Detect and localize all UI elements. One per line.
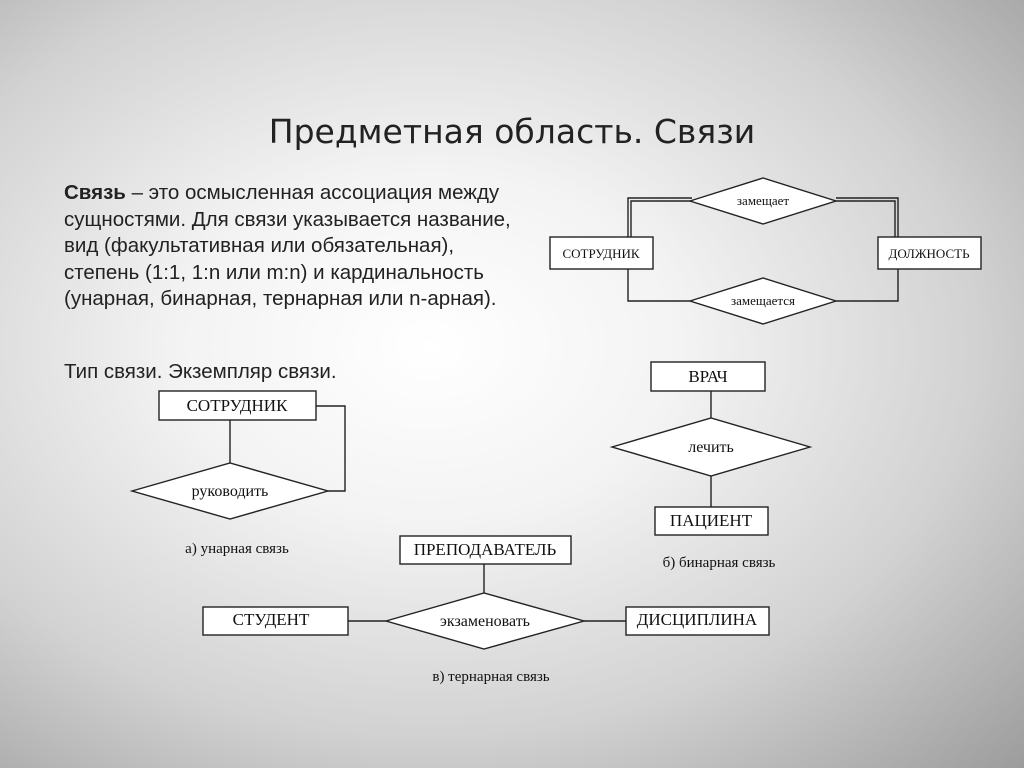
- top-relation-replaced: [687, 277, 839, 325]
- top-connector-lower: [627, 269, 690, 302]
- top-connector-lower-right: [836, 269, 899, 302]
- ternary-relation-examine: [383, 592, 587, 650]
- unary-relation-manage: [129, 462, 331, 520]
- top-connector-upper-right-inner: [836, 197, 899, 237]
- ternary-entity-discipline-label: ДИСЦИПЛИНА: [637, 610, 758, 629]
- ternary-entity-student-label: СТУДЕНТ: [233, 610, 310, 629]
- type-instance-line: Тип связи. Экземпляр связи.: [64, 360, 337, 383]
- top-relation-replaced-label: замещается: [731, 293, 795, 308]
- ternary-entity-teacher-label: ПРЕПОДАВАТЕЛЬ: [414, 540, 557, 559]
- top-relation-replaces: [687, 177, 839, 225]
- definition-term: Связь: [64, 181, 126, 204]
- binary-entity-doctor: [650, 361, 766, 392]
- ternary-relation-label: экзаменовать: [440, 613, 530, 630]
- ternary-entity-teacher: [399, 535, 572, 565]
- binary-relation-treat: [609, 417, 813, 477]
- binary-entity-patient: [654, 506, 769, 536]
- binary-caption: б) бинарная связь: [663, 555, 776, 571]
- top-connector-upper: [630, 200, 692, 237]
- top-entity-employee-label: СОТРУДНИК: [562, 246, 639, 261]
- unary-caption: а) унарная связь: [185, 541, 289, 557]
- ternary-entity-student: [202, 606, 349, 636]
- ternary-entity-discipline: [625, 606, 770, 636]
- binary-entity-doctor-label: ВРАЧ: [688, 367, 727, 386]
- unary-relation-label: руководить: [192, 483, 269, 500]
- unary-entity-employee: [158, 390, 317, 421]
- unary-connector-loop: [316, 405, 346, 492]
- top-entity-position-label: ДОЛЖНОСТЬ: [888, 246, 970, 261]
- top-connector-upper-right: [836, 200, 896, 237]
- binary-relation-label: лечить: [688, 439, 734, 456]
- binary-entity-patient-label: ПАЦИЕНТ: [670, 511, 753, 530]
- top-entity-position: [877, 236, 982, 270]
- top-relation-replaces-label: замещает: [737, 193, 789, 208]
- ternary-caption: в) тернарная связь: [432, 669, 549, 685]
- definition-paragraph: Связь – это осмысленная ассоциация между…: [64, 180, 534, 313]
- definition-text: – это осмысленная ассоциация между сущно…: [64, 181, 511, 310]
- top-connector-upper-inner: [627, 197, 692, 237]
- unary-entity-label: СОТРУДНИК: [187, 396, 288, 415]
- slide-title: Предметная область. Связи: [268, 112, 756, 151]
- top-entity-employee: [549, 236, 654, 270]
